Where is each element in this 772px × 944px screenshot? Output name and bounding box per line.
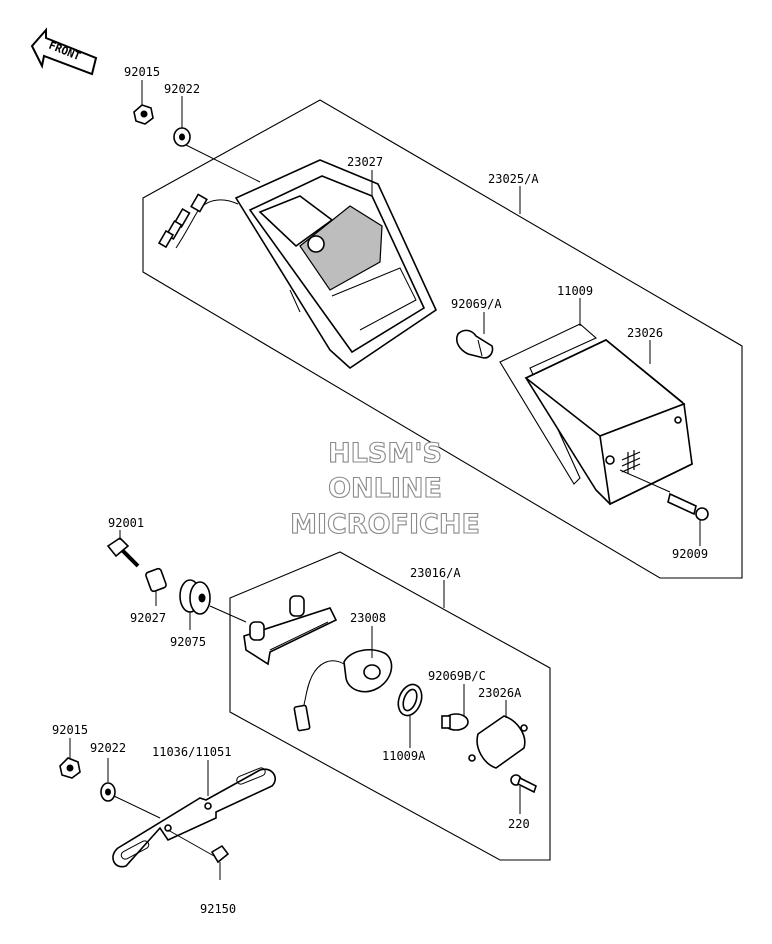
tail-lamp-housing-icon — [157, 159, 438, 370]
part-label-23008: 23008 — [350, 611, 386, 625]
license-bracket-icon — [243, 595, 338, 666]
part-labels: 92015 92022 23027 23025/A 92069/A 11009 … — [52, 65, 708, 916]
grommet-92075-icon — [179, 579, 211, 615]
lens-23026A-icon — [468, 715, 528, 769]
license-plate-bracket-icon — [112, 767, 276, 868]
watermark-line-2: ONLINE — [328, 473, 442, 504]
part-label-92027: 92027 — [130, 611, 166, 625]
part-label-92001: 92001 — [108, 516, 144, 530]
leader-grommet — [209, 605, 247, 623]
leader-lines — [69, 80, 701, 880]
watermark: HLSM'S ONLINE MICROFICHE — [290, 437, 481, 540]
leader-washer-bottom — [113, 795, 161, 819]
part-label-23026: 23026 — [627, 326, 663, 340]
part-label-92075: 92075 — [170, 635, 206, 649]
part-label-23025A: 23025/A — [488, 172, 539, 186]
part-label-11009A: 11009A — [382, 749, 426, 763]
nut-92015-bottom-icon — [59, 757, 81, 779]
group-outline-23025A — [142, 99, 743, 579]
part-label-11009: 11009 — [557, 284, 593, 298]
bolt-92001-icon — [106, 536, 140, 568]
bulb-92069A-icon — [455, 329, 494, 359]
watermark-line-3: MICROFICHE — [290, 509, 480, 540]
part-label-23027: 23027 — [347, 155, 383, 169]
lamp-socket-23008-icon — [293, 649, 393, 732]
front-arrow-icon: FRONT — [30, 27, 98, 76]
part-label-23016A: 23016/A — [410, 566, 461, 580]
screw-92009-icon — [619, 469, 709, 521]
lens-23026-icon — [524, 339, 693, 506]
part-label-92015-top: 92015 — [124, 65, 160, 79]
part-label-92069A: 92069/A — [451, 297, 502, 311]
bolt-92150-icon — [167, 829, 230, 864]
collar-92027-icon — [145, 567, 167, 593]
screw-220-icon — [510, 774, 537, 794]
washer-92022-bottom-icon — [100, 782, 116, 802]
washer-92022-top-icon — [173, 127, 191, 147]
gasket-11009A-icon — [397, 683, 423, 717]
part-label-92009: 92009 — [672, 547, 708, 561]
part-label-23026A: 23026A — [478, 686, 522, 700]
part-label-92022-bottom: 92022 — [90, 741, 126, 755]
leader-washer-top — [185, 144, 261, 183]
part-label-92022-top: 92022 — [164, 82, 200, 96]
bulb-92069BC-icon — [441, 713, 469, 731]
part-label-92150: 92150 — [200, 902, 236, 916]
part-label-220: 220 — [508, 817, 530, 831]
part-label-11036-11051: 11036/11051 — [152, 745, 231, 759]
group-outline-23016A — [229, 551, 551, 861]
part-label-92069BC: 92069B/C — [428, 669, 486, 683]
nut-92015-top-icon — [133, 104, 154, 125]
watermark-line-1: HLSM'S — [328, 438, 442, 469]
part-label-92015-bottom: 92015 — [52, 723, 88, 737]
